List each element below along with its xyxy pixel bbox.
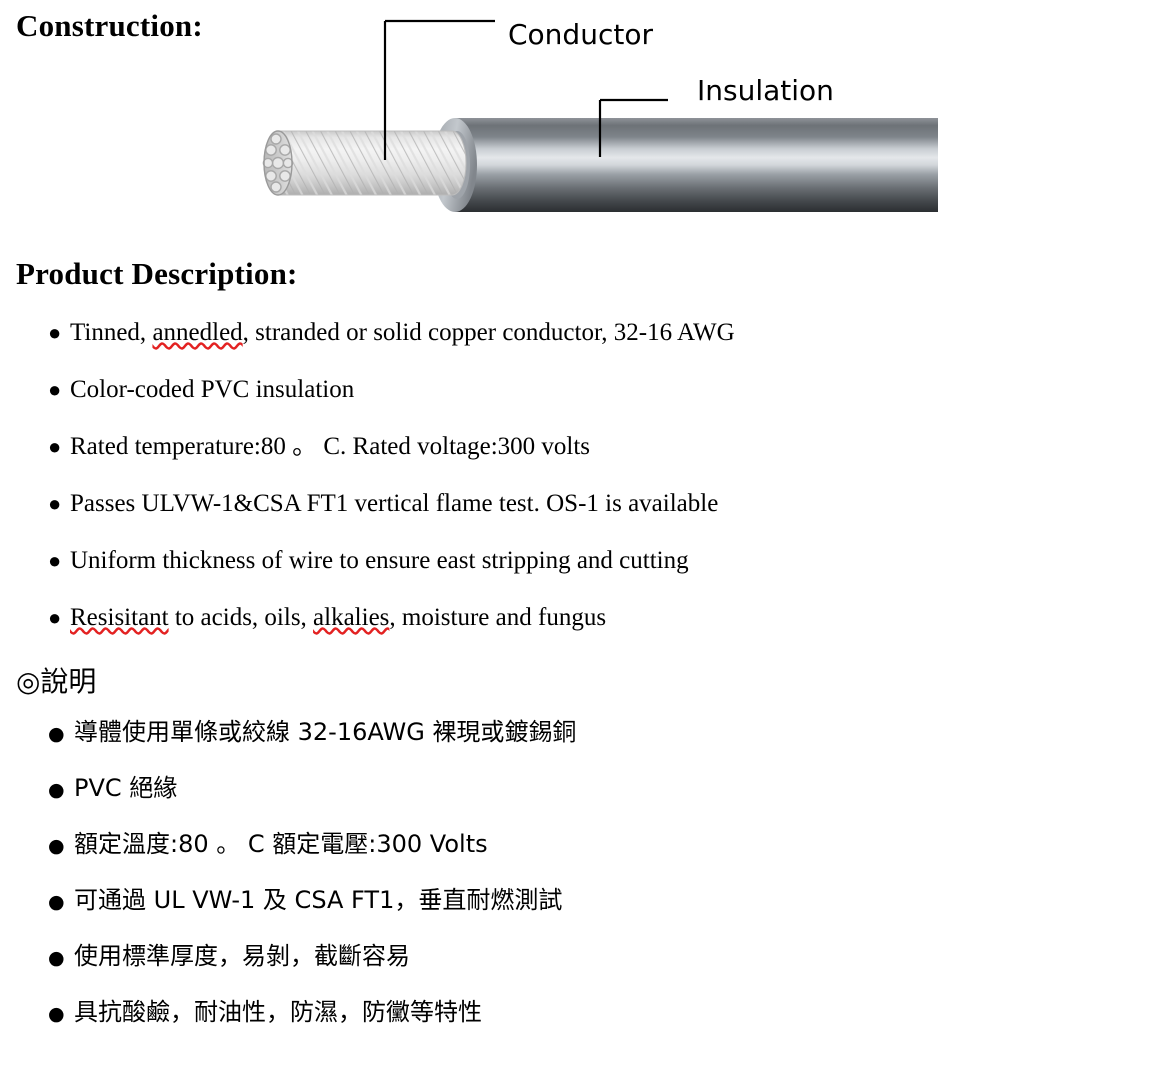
- text-segment: 導體使用單條或絞線 32-16AWG 裸現或鍍錫銅: [74, 718, 577, 746]
- conductor-leader-line: [383, 19, 495, 160]
- conductor-label: Conductor: [508, 18, 653, 51]
- text-segment: PVC 絕緣: [74, 774, 178, 802]
- construction-heading: Construction:: [16, 8, 203, 43]
- text-segment: 使用標準厚度，易剝，截斷容易: [74, 942, 410, 970]
- list-item: ● Color-coded PVC insulation: [48, 375, 735, 432]
- bullet-marker-icon: ●: [48, 491, 62, 516]
- chinese-description-item-text: 具抗酸鹼，耐油性，防濕，防黴等特性: [74, 998, 482, 1027]
- text-segment: Uniform thickness of wire to ensure east…: [70, 547, 689, 574]
- list-item: ● Resisitant to acids, oils, alkalies, mo…: [48, 603, 735, 660]
- list-item: ● 使用標準厚度，易剝，截斷容易: [48, 942, 576, 998]
- product-description-item-text: Uniform thickness of wire to ensure east…: [70, 546, 689, 576]
- list-item: ● Passes ULVW-1&CSA FT1 vertical flame te…: [48, 489, 735, 546]
- chinese-description-list: ● 導體使用單條或絞線 32-16AWG 裸現或鍍錫銅 ● PVC 絕緣 ● 額定溫度:8…: [48, 718, 576, 1054]
- chinese-description-item-text: 額定溫度:80 。 C 額定電壓:300 Volts: [74, 830, 488, 859]
- chinese-description-item-text: PVC 絕緣: [74, 774, 177, 803]
- product-description-heading: Product Description:: [16, 256, 298, 291]
- bullet-marker-icon: ●: [48, 779, 65, 801]
- misspelled-word: annedled: [152, 319, 243, 346]
- conductor-graphic: [262, 130, 467, 196]
- bullet-marker-icon: ●: [48, 947, 65, 969]
- bullet-marker-icon: ●: [48, 835, 65, 857]
- insulation-graphic: [433, 118, 938, 212]
- insulation-label: Insulation: [697, 74, 834, 107]
- text-segment: to acids, oils,: [168, 604, 314, 631]
- bullet-marker-icon: ●: [48, 548, 62, 573]
- product-description-item-text: Passes ULVW-1&CSA FT1 vertical flame tes…: [70, 489, 718, 519]
- bullet-marker-icon: ●: [48, 377, 62, 402]
- list-item: ● Rated temperature:80 。 C. Rated voltage…: [48, 432, 735, 489]
- bullet-marker-icon: ●: [48, 723, 65, 745]
- chinese-description-heading: ◎說明: [16, 665, 97, 698]
- text-segment: , moisture and fungus: [389, 604, 607, 631]
- chinese-description-item-text: 使用標準厚度，易剝，截斷容易: [74, 942, 410, 971]
- chinese-description-item-text: 導體使用單條或絞線 32-16AWG 裸現或鍍錫銅: [74, 718, 576, 747]
- text-segment: , stranded or solid copper conductor, 32…: [242, 319, 735, 346]
- list-item: ● Uniform thickness of wire to ensure eas…: [48, 546, 735, 603]
- product-description-list: ● Tinned, annedled, stranded or solid cop…: [48, 318, 735, 660]
- text-segment: 具抗酸鹼，耐油性，防濕，防黴等特性: [74, 998, 482, 1026]
- list-item: ● 額定溫度:80 。 C 額定電壓:300 Volts: [48, 830, 576, 886]
- misspelled-word: Resisitant: [70, 604, 169, 631]
- product-description-item-text: Color-coded PVC insulation: [70, 375, 354, 405]
- list-item: ● 可通過 UL VW-1 及 CSA FT1，垂直耐燃測試: [48, 886, 576, 942]
- list-item: ● 具抗酸鹼，耐油性，防濕，防黴等特性: [48, 998, 576, 1054]
- bullet-marker-icon: ●: [48, 605, 62, 630]
- product-description-item-text: Resisitant to acids, oils, alkalies, moi…: [70, 603, 606, 633]
- product-description-item-text: Rated temperature:80 。 C. Rated voltage:…: [70, 432, 590, 462]
- text-segment: 額定溫度:80 。 C 額定電壓:300 Volts: [74, 830, 488, 858]
- text-segment: Color-coded PVC insulation: [70, 376, 355, 403]
- bullet-marker-icon: ●: [48, 891, 65, 913]
- bullet-marker-icon: ●: [48, 1003, 65, 1025]
- text-segment: Passes ULVW-1&CSA FT1 vertical flame tes…: [70, 490, 719, 517]
- misspelled-word: alkalies: [313, 604, 390, 631]
- text-segment: Rated temperature:80 。 C. Rated voltage:…: [70, 433, 591, 460]
- text-segment: 可通過 UL VW-1 及 CSA FT1，垂直耐燃測試: [74, 886, 563, 914]
- list-item: ● 導體使用單條或絞線 32-16AWG 裸現或鍍錫銅: [48, 718, 576, 774]
- product-description-item-text: Tinned, annedled, stranded or solid copp…: [70, 318, 735, 348]
- chinese-description-item-text: 可通過 UL VW-1 及 CSA FT1，垂直耐燃測試: [74, 886, 562, 915]
- bullet-marker-icon: ●: [48, 320, 62, 345]
- wire-construction-diagram: Conductor Insulation: [262, 18, 938, 212]
- list-item: ● Tinned, annedled, stranded or solid cop…: [48, 318, 735, 375]
- list-item: ● PVC 絕緣: [48, 774, 576, 830]
- bullet-marker-icon: ●: [48, 434, 62, 459]
- text-segment: Tinned,: [70, 319, 153, 346]
- insulation-leader-line: [598, 98, 668, 157]
